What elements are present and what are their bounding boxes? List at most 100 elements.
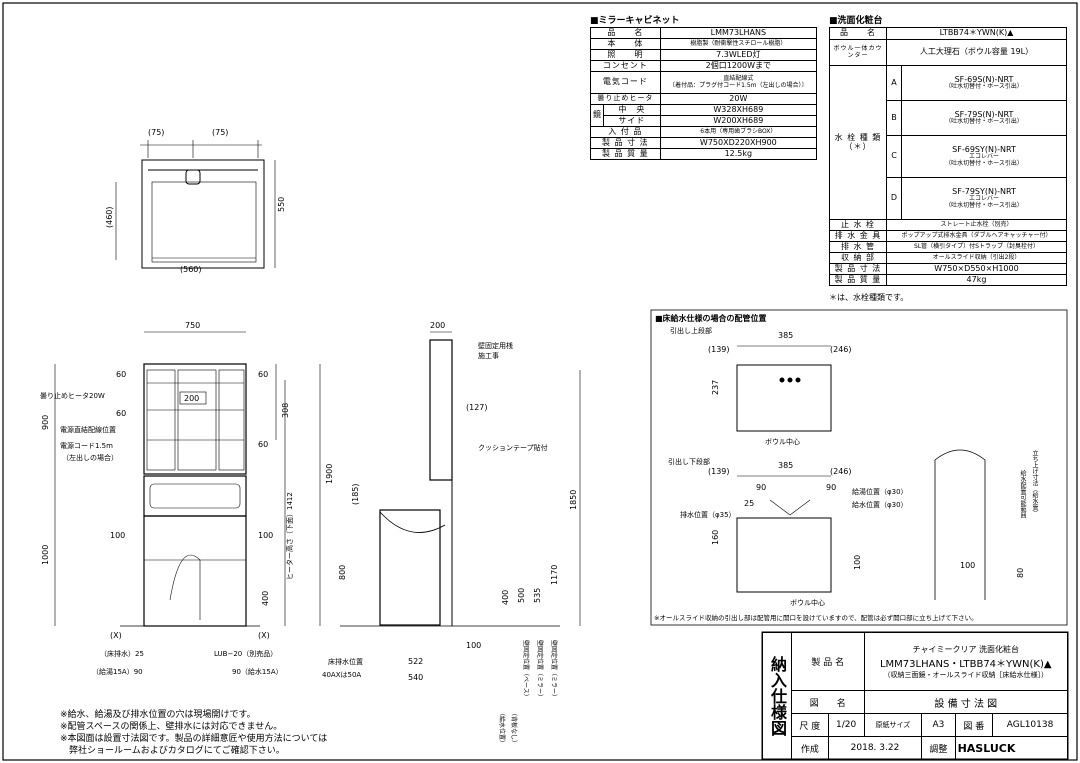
dim-800: 800	[338, 565, 347, 580]
bowl-center-lower: ボウル中心	[790, 599, 825, 607]
drawing-name: 設 備 寸 法 図	[863, 690, 1069, 714]
label-no-back-v: （背板なし）	[510, 710, 518, 746]
mirror-spec-heading: ■ミラーキャビネット	[590, 16, 680, 26]
side-view: 200 壁固定用桟 施工事 (127) クッションテープ貼付 (185) 185…	[322, 321, 581, 746]
dim-100b: 100	[258, 531, 273, 540]
piping-bottom-note: ※オールスライド収納の引出し部は配管用に開口を設けていますので、配管は必ず開口部…	[654, 614, 978, 622]
vanity-counter	[143, 475, 247, 517]
label-lub: LUB−20（別売品）	[214, 649, 277, 658]
title-block: 納入仕様図 製 品 名 チャイミークリア 洗面化粧台 LMM73LHANS・LT…	[762, 632, 1069, 760]
drawing-number-label: 図 番	[954, 713, 994, 737]
product-line-1: チャイミークリア 洗面化粧台	[912, 644, 1020, 654]
spec-group-label: 鏡	[590, 104, 604, 127]
dim-139b: (139)	[708, 467, 730, 476]
dim-side-100: 100	[466, 641, 481, 650]
dim-400: 400	[261, 591, 270, 606]
faucet-model: SF-69S(N)-NRT	[954, 74, 1014, 84]
label-drain-size: 40AXは50A	[322, 671, 361, 679]
label-cord: 電源コード1.5m	[60, 441, 113, 450]
drawing-name-label: 図 名	[791, 690, 865, 714]
spec-value: 12.5kg	[659, 148, 818, 160]
piping-heading: ■床給水仕様の場合の配管位置	[655, 314, 767, 323]
dim-x1: (X)	[110, 631, 122, 640]
vanity-footnote: ＊は、水栓種類です。	[829, 293, 909, 302]
vanity-base	[143, 515, 247, 627]
dim-90b: 90	[826, 483, 836, 492]
dim-80: 80	[1016, 568, 1025, 578]
dim-560: (560)	[180, 265, 202, 274]
spec-value: 47kg	[886, 274, 1067, 286]
drain-pos-label: 排水位置（φ35）	[680, 511, 736, 519]
dim-1000: 1000	[41, 545, 50, 565]
label-supply-15a: （給湯15A）90	[92, 667, 143, 676]
dim-500: 500	[517, 588, 526, 603]
piping-frame	[650, 309, 1068, 626]
note-line-2: ※配管スペースの関係上、壁排水には対応できません。	[60, 722, 283, 732]
dim-246b: (246)	[830, 467, 852, 476]
label-power-wire: 電源直結配線位置	[60, 425, 116, 434]
label-cord-left: （左出しの場合）	[62, 453, 118, 462]
label-wall-mirror-v: 壁固定位置（ミラー）	[536, 640, 544, 700]
label-cushion: クッションテープ貼付	[478, 443, 548, 452]
scale-value: 1/20	[827, 713, 865, 737]
dim-side-400: 400	[501, 590, 510, 605]
dim-100-detail: 100	[960, 561, 975, 570]
upper-drawer	[736, 364, 832, 432]
mirror-cabinet	[143, 363, 247, 475]
spec-label: ボウル一体カウンター	[829, 39, 887, 66]
dim-385a: 385	[778, 331, 793, 340]
dim-900: 900	[41, 415, 50, 430]
drawing-number: AGL10138	[992, 713, 1068, 737]
check-label: 調整	[921, 736, 956, 760]
dim-160: 160	[711, 530, 720, 545]
dim-60b: 60	[258, 370, 268, 379]
paper-size-label: 原紙サイズ	[863, 713, 923, 737]
hot-pos-label: 給湯位置（φ30）	[852, 488, 908, 496]
label-wall-fixing-2: 施工事	[478, 351, 499, 360]
spec-value: 直結配線式	[723, 75, 754, 83]
faucet-model: SF-79S(N)-NRT	[954, 109, 1014, 119]
dim-60a: 60	[116, 370, 126, 379]
spec-value: 人工大理石（ボウル容量 19L）	[886, 39, 1067, 66]
scale-label: 尺 度	[791, 713, 829, 737]
mirror-side	[429, 339, 453, 481]
product-line-3: （収納三面鏡・オールスライド収納［床給水仕様］）	[883, 670, 1049, 679]
dim-308: 308	[281, 403, 290, 418]
piping-panel: (139) 385 (246) 237 (139) 385 (246) 90 9…	[650, 309, 1068, 626]
dim-237: 237	[711, 380, 720, 395]
bowl-center-upper: ボウル中心	[765, 438, 800, 446]
spec-value-note: 〔着付品：プラグ付コード1.5m（左出しの場合）〕	[669, 81, 808, 89]
faucet-sub: エコレバー	[968, 153, 999, 161]
dim-1900: 1900	[325, 464, 334, 484]
faucet-model: SF-79SY(N)-NRT	[952, 187, 1016, 196]
label-floor-drain: （床排水）25	[100, 649, 144, 658]
dim-90a: 90	[756, 483, 766, 492]
top-view: (75) (75) (460) 550 (560)	[105, 128, 286, 274]
upper-drawer-label: 引出し上段部	[670, 327, 712, 335]
label-wall-mirror-v2: 壁固定位置（ミラー）	[550, 640, 558, 700]
faucet-note: （吐水切替付・ホース引出）	[945, 118, 1023, 126]
dim-25: 25	[744, 499, 754, 508]
faucet-model: SF-69SY(N)-NRT	[952, 145, 1016, 154]
dim-x2: (X)	[258, 631, 270, 640]
label-water-15a: 90（給水15A）	[232, 667, 283, 676]
dim-750: 750	[185, 321, 200, 330]
label-water-pos-v: （給水位置）	[498, 710, 506, 746]
dim-460: (460)	[105, 206, 114, 228]
nounyu-label: 納入仕様図	[762, 632, 792, 760]
dim-side-200: 200	[430, 321, 445, 330]
lower-drawer	[736, 517, 832, 593]
created-date: 2018. 3.22	[827, 736, 923, 760]
dim-60d: 60	[258, 440, 268, 449]
brand-logo: HASLUCK	[954, 736, 1069, 760]
label-wall-base-v: 壁固定位置（ベース）	[522, 640, 530, 700]
area-note: 給水配管可能範囲	[1019, 470, 1026, 518]
dim-75b: (75)	[212, 128, 228, 137]
dim-127: (127)	[466, 403, 488, 412]
dim-1850: 1850	[569, 490, 578, 510]
paper-size-value: A3	[921, 713, 956, 737]
dim-550: 550	[277, 197, 286, 212]
